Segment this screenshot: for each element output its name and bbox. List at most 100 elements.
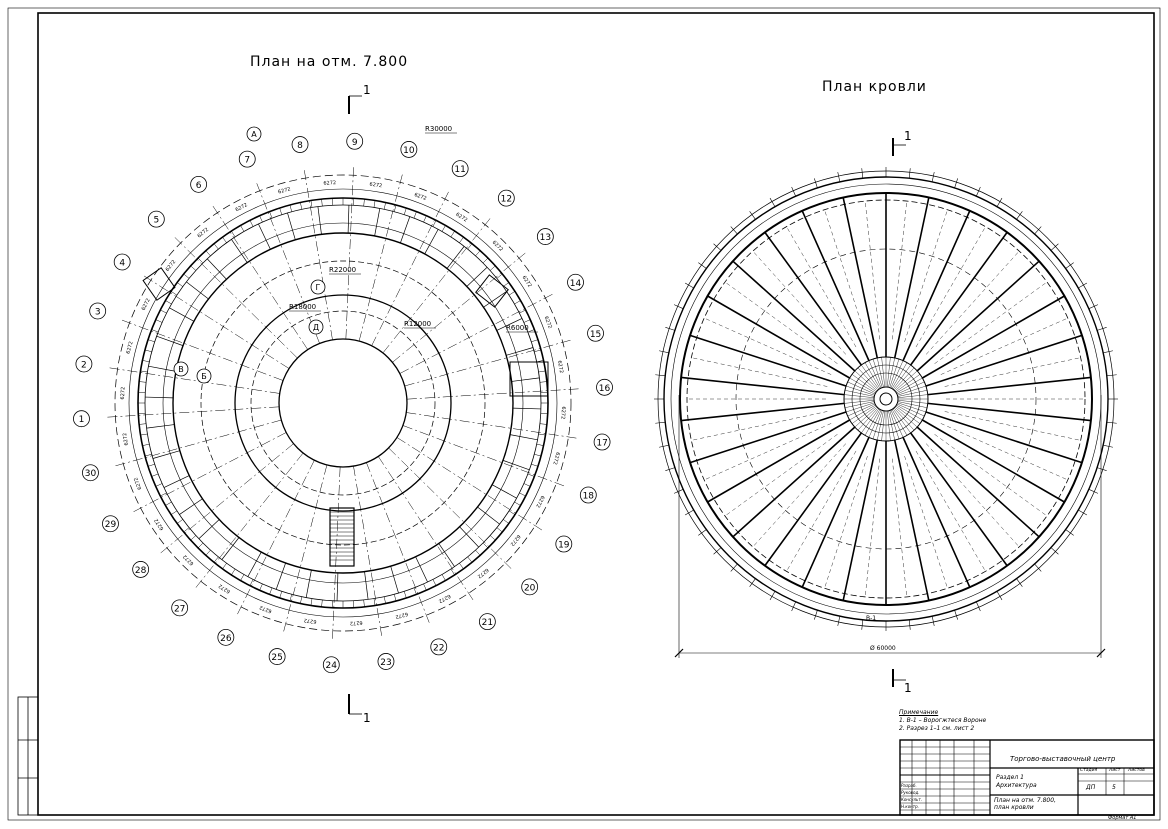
window-tick xyxy=(197,542,204,549)
axis-number: 22 xyxy=(433,643,444,653)
roof-slope-line xyxy=(925,443,1020,548)
axis-number: 11 xyxy=(454,165,465,175)
axis-number: 6 xyxy=(196,181,202,191)
letter-axis: А xyxy=(251,130,257,139)
window-tick xyxy=(534,349,542,352)
inner-wall-b xyxy=(172,232,514,574)
section-marker-top-left xyxy=(348,95,362,114)
skylight-rib xyxy=(892,408,911,434)
axis-number: 4 xyxy=(119,258,125,268)
radial-axis-line xyxy=(109,367,280,394)
window-tick xyxy=(394,204,397,212)
room-partition xyxy=(374,208,381,237)
roof-slope-line xyxy=(892,458,908,598)
roof-dim-tick xyxy=(996,197,1003,207)
room-partition xyxy=(198,519,220,539)
roof-dim-tick xyxy=(861,619,864,630)
bay-dimension: 6272 xyxy=(126,341,135,355)
roof-dim-tick xyxy=(684,282,694,289)
axis-bubble xyxy=(190,175,208,193)
room-partition xyxy=(483,291,507,308)
axis-bubble xyxy=(82,464,99,482)
radial-axis-line xyxy=(256,183,320,344)
roof-slope-line xyxy=(892,200,908,340)
roof-dim-tick xyxy=(659,350,669,354)
roof-beam xyxy=(893,197,930,359)
stair-block xyxy=(475,274,509,308)
radial-axis-line xyxy=(237,460,315,615)
binding-margin-stamp xyxy=(17,696,39,816)
bay-dimension: 6272 xyxy=(350,619,363,626)
stamp-format: Формат А1 xyxy=(1108,815,1137,821)
window-tick xyxy=(300,596,303,604)
window-tick xyxy=(514,300,521,305)
skylight-rib xyxy=(861,364,880,390)
axis-ring-d xyxy=(250,310,436,496)
window-tick xyxy=(155,483,163,487)
roof-dim-tick xyxy=(1034,563,1042,572)
skylight-rib xyxy=(890,409,904,438)
radial-axis-line xyxy=(115,419,282,467)
room-partition xyxy=(247,551,262,577)
window-tick xyxy=(222,563,227,569)
notes-line-1: 1. В-1 – Ворогжтеся Вороне xyxy=(899,717,987,724)
window-tick xyxy=(450,230,455,238)
window-tick xyxy=(482,542,489,549)
axis-bubble xyxy=(596,378,613,396)
roof-dim-tick xyxy=(665,467,675,471)
roof-plan xyxy=(654,167,1118,631)
corridor-ring xyxy=(162,222,524,584)
bay-dimension: 6272 xyxy=(120,387,127,400)
stamp-sheets-header: Листов xyxy=(1128,768,1145,773)
roof-dim-tick xyxy=(1065,262,1074,269)
roof-dim-tick xyxy=(673,489,684,494)
bay-dimension: 6272 xyxy=(395,610,409,619)
window-tick xyxy=(496,273,503,279)
room-partition xyxy=(390,566,399,594)
window-tick xyxy=(259,583,263,591)
roof-slope-line xyxy=(703,423,832,481)
roof-slope-line xyxy=(934,281,1048,364)
room-partition xyxy=(506,347,534,356)
axis-bubble xyxy=(268,648,286,665)
roof-dim-tick xyxy=(861,168,864,179)
window-tick xyxy=(147,339,155,343)
roof-dim-tick xyxy=(769,197,776,207)
room-partition xyxy=(364,571,369,600)
section-marker-bottom-right xyxy=(892,669,906,687)
bay-dimension: 6272 xyxy=(122,432,130,446)
radial-axis-line xyxy=(160,443,294,554)
radial-axis-line xyxy=(332,466,341,639)
stamp-project-name: Торгово-выставочный центр xyxy=(1010,755,1116,763)
window-tick xyxy=(249,220,254,227)
window-tick xyxy=(183,527,190,533)
axis-number: 16 xyxy=(599,384,611,394)
roof-slope-line xyxy=(824,208,868,342)
room-partition xyxy=(446,246,465,269)
roof-dim-tick xyxy=(837,172,841,182)
radial-axis-line xyxy=(406,412,577,439)
roof-dim-tick xyxy=(1103,444,1113,448)
window-tick xyxy=(289,204,292,212)
bay-dimension: 6272 xyxy=(304,617,317,625)
window-tick xyxy=(531,339,539,343)
outer-axis-ring xyxy=(114,174,572,632)
axis-number: 25 xyxy=(271,653,282,663)
sheet-outer-border xyxy=(7,7,1161,821)
roof-ring xyxy=(873,386,899,412)
notes-line-2: 2. Разрез 1–1 см. лист 2 xyxy=(899,725,975,732)
room-partition xyxy=(511,377,540,382)
room-partition xyxy=(491,484,517,499)
axis-number: 21 xyxy=(482,618,493,628)
skylight-rib xyxy=(897,390,928,397)
window-tick xyxy=(310,598,313,606)
radius-label: R18000 xyxy=(289,303,316,311)
window-tick xyxy=(441,574,446,581)
skylight-rib xyxy=(881,357,885,388)
window-tick xyxy=(213,556,219,563)
letter-axis-bubble xyxy=(310,279,326,295)
bay-dimension: 6272 xyxy=(259,604,273,614)
skylight-rib xyxy=(857,367,879,391)
window-tick xyxy=(538,370,546,373)
window-tick xyxy=(531,463,539,467)
